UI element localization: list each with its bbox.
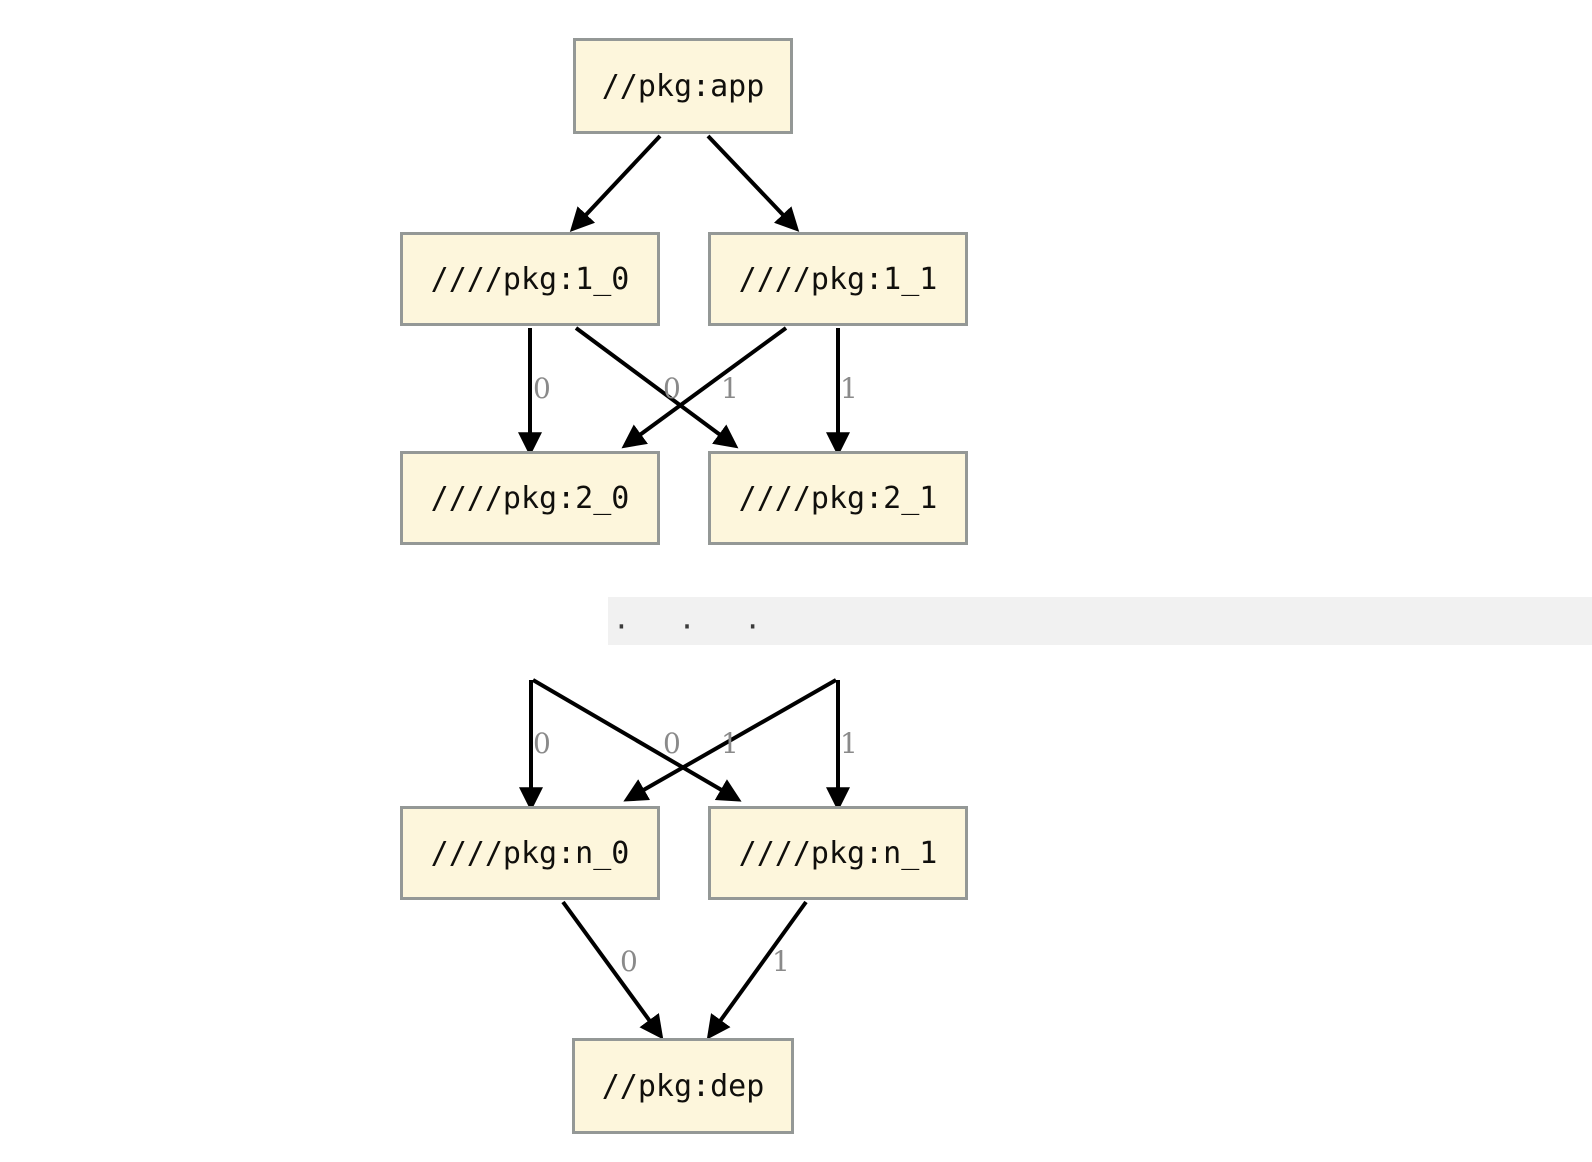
edge-upper-to-n_1-cross bbox=[531, 678, 742, 802]
edge-label-upper-n_0-cross: 1 bbox=[721, 727, 739, 760]
node-pkg-dep[interactable]: //pkg:dep bbox=[572, 1038, 794, 1134]
edge-label-n_1-dep: 1 bbox=[772, 945, 790, 978]
node-pkg-app[interactable]: //pkg:app bbox=[573, 38, 793, 134]
edge-label-1_1-2_1: 1 bbox=[840, 372, 858, 405]
node-pkg-n_1[interactable]: ////pkg:n_1 bbox=[708, 806, 968, 900]
node-pkg-1_1[interactable]: ////pkg:1_1 bbox=[708, 232, 968, 326]
edge-n_1-to-dep bbox=[706, 900, 808, 1040]
node-label-pkg-n_1: ////pkg:n_1 bbox=[738, 835, 938, 871]
edge-app-to-1_0 bbox=[569, 134, 662, 232]
node-label-pkg-n_0: ////pkg:n_0 bbox=[430, 835, 630, 871]
edge-label-1_0-2_0: 0 bbox=[533, 372, 551, 405]
node-label-pkg-1_0: ////pkg:1_0 bbox=[430, 261, 630, 297]
edge-upper-to-n_0-cross bbox=[623, 678, 837, 802]
edge-1_0-to-2_1 bbox=[574, 326, 739, 449]
edge-label-n_0-dep: 0 bbox=[620, 945, 638, 978]
node-pkg-2_1[interactable]: ////pkg:2_1 bbox=[708, 451, 968, 545]
node-pkg-1_0[interactable]: ////pkg:1_0 bbox=[400, 232, 660, 326]
edge-label-upper-n_0: 0 bbox=[533, 727, 551, 760]
node-label-pkg-dep: //pkg:dep bbox=[601, 1068, 765, 1104]
edge-label-upper-n_1-cross: 0 bbox=[663, 727, 681, 760]
edge-1_1-to-2_0 bbox=[621, 326, 788, 449]
edge-label-1_1-2_0: 1 bbox=[721, 372, 739, 405]
edge-app-to-1_1 bbox=[706, 134, 800, 232]
node-label-pkg-app: //pkg:app bbox=[601, 68, 765, 104]
edge-label-1_0-2_1: 0 bbox=[663, 372, 681, 405]
edge-n_0-to-dep bbox=[561, 900, 664, 1040]
node-label-pkg-2_0: ////pkg:2_0 bbox=[430, 480, 630, 516]
ellipsis-dots: · · · bbox=[616, 607, 781, 647]
node-pkg-n_0[interactable]: ////pkg:n_0 bbox=[400, 806, 660, 900]
edge-label-upper-n_1: 1 bbox=[840, 727, 858, 760]
node-label-pkg-2_1: ////pkg:2_1 bbox=[738, 480, 938, 516]
node-label-pkg-1_1: ////pkg:1_1 bbox=[738, 261, 938, 297]
node-pkg-2_0[interactable]: ////pkg:2_0 bbox=[400, 451, 660, 545]
ellipsis-band: · · · bbox=[608, 597, 1592, 645]
